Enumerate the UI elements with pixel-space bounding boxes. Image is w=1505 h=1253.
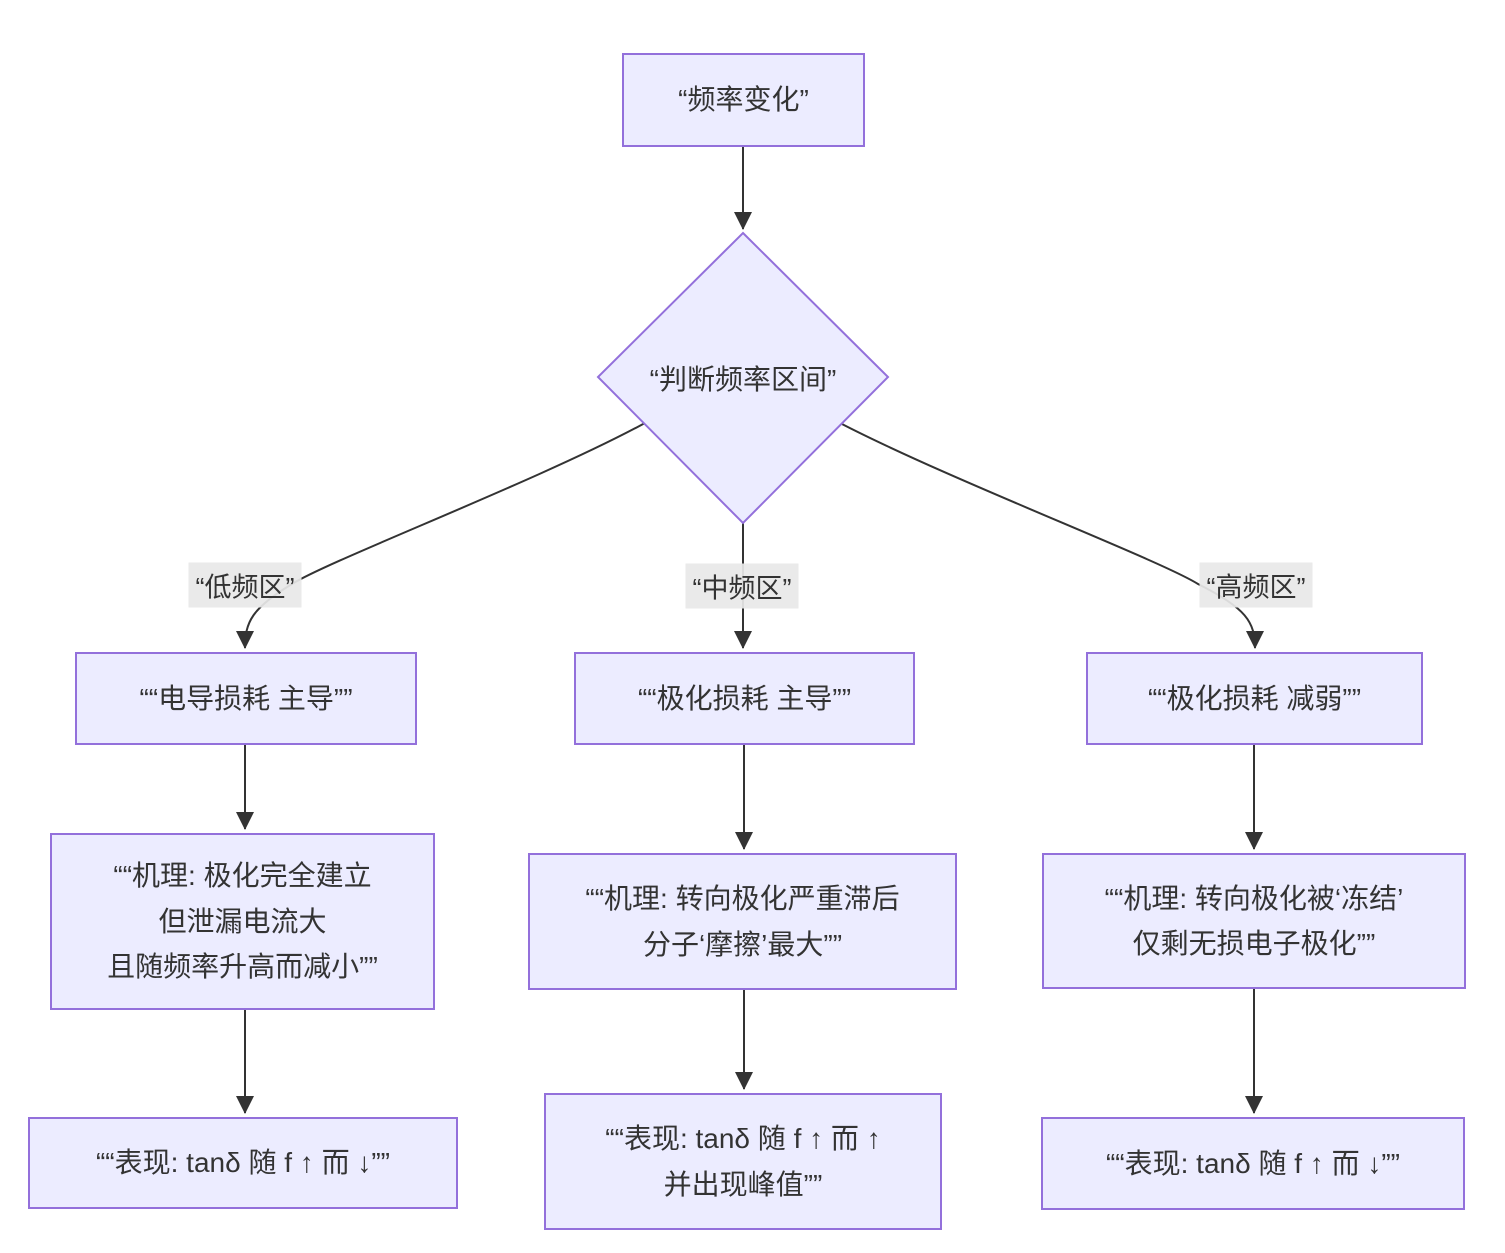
node-low-conduction-loss-label: ““电导损耗 主导”” bbox=[139, 682, 353, 714]
node-frequency-change: “频率变化” bbox=[622, 53, 865, 147]
node-mid-behavior-line-1: ““表现: tanδ 随 f ↑ 而 ↑ bbox=[605, 1123, 881, 1155]
edge-label-mid-frequency: “中频区” bbox=[685, 563, 799, 609]
node-mid-behavior: ““表现: tanδ 随 f ↑ 而 ↑ 并出现峰值”” bbox=[544, 1093, 942, 1230]
node-low-conduction-loss: ““电导损耗 主导”” bbox=[75, 652, 417, 745]
node-high-polarization-weaken: ““极化损耗 减弱”” bbox=[1086, 652, 1423, 745]
node-mid-mechanism-line-1: ““机理: 转向极化严重滞后 bbox=[585, 883, 900, 915]
edge-label-high-frequency: “高频区” bbox=[1199, 562, 1313, 608]
node-mid-behavior-line-2: 并出现峰值”” bbox=[663, 1168, 823, 1200]
decision-label-text: “判断频率区间” bbox=[649, 364, 837, 395]
node-high-behavior-label: ““表现: tanδ 随 f ↑ 而 ↓”” bbox=[1105, 1147, 1401, 1179]
node-high-mechanism-line-1: ““机理: 转向极化被‘冻结’ bbox=[1104, 882, 1404, 914]
node-low-mechanism-line-3: 且随频率升高而减小”” bbox=[107, 951, 378, 983]
node-high-behavior: ““表现: tanδ 随 f ↑ 而 ↓”” bbox=[1041, 1117, 1465, 1210]
node-mid-polarization-loss-label: ““极化损耗 主导”” bbox=[637, 682, 852, 714]
node-low-behavior-label: ““表现: tanδ 随 f ↑ 而 ↓”” bbox=[95, 1147, 391, 1179]
node-mid-mechanism: ““机理: 转向极化严重滞后 分子‘摩擦’最大”” bbox=[528, 853, 957, 990]
edge-decision-to-high bbox=[839, 422, 1264, 649]
node-high-mechanism-line-2: 仅剩无损电子极化”” bbox=[1132, 928, 1376, 959]
node-high-mechanism: ““机理: 转向极化被‘冻结’ 仅剩无损电子极化”” bbox=[1042, 853, 1466, 989]
edge-label-low-frequency: “低频区” bbox=[188, 562, 302, 608]
node-low-mechanism-line-1: ““机理: 极化完全建立 bbox=[113, 860, 372, 892]
node-low-mechanism: ““机理: 极化完全建立 但泄漏电流大 且随频率升高而减小”” bbox=[50, 833, 435, 1010]
node-low-mechanism-line-2: 但泄漏电流大 bbox=[158, 905, 327, 937]
node-frequency-change-label: “频率变化” bbox=[678, 84, 809, 116]
node-mid-polarization-loss: ““极化损耗 主导”” bbox=[574, 652, 915, 745]
node-high-polarization-weaken-label: ““极化损耗 减弱”” bbox=[1147, 682, 1362, 714]
node-decision-label: “判断频率区间” bbox=[583, 348, 903, 408]
decision-diamond-shape bbox=[596, 231, 890, 525]
node-low-behavior: ““表现: tanδ 随 f ↑ 而 ↓”” bbox=[28, 1117, 458, 1209]
node-mid-mechanism-line-2: 分子‘摩擦’最大”” bbox=[642, 928, 843, 960]
edge-decision-to-low bbox=[236, 422, 646, 649]
